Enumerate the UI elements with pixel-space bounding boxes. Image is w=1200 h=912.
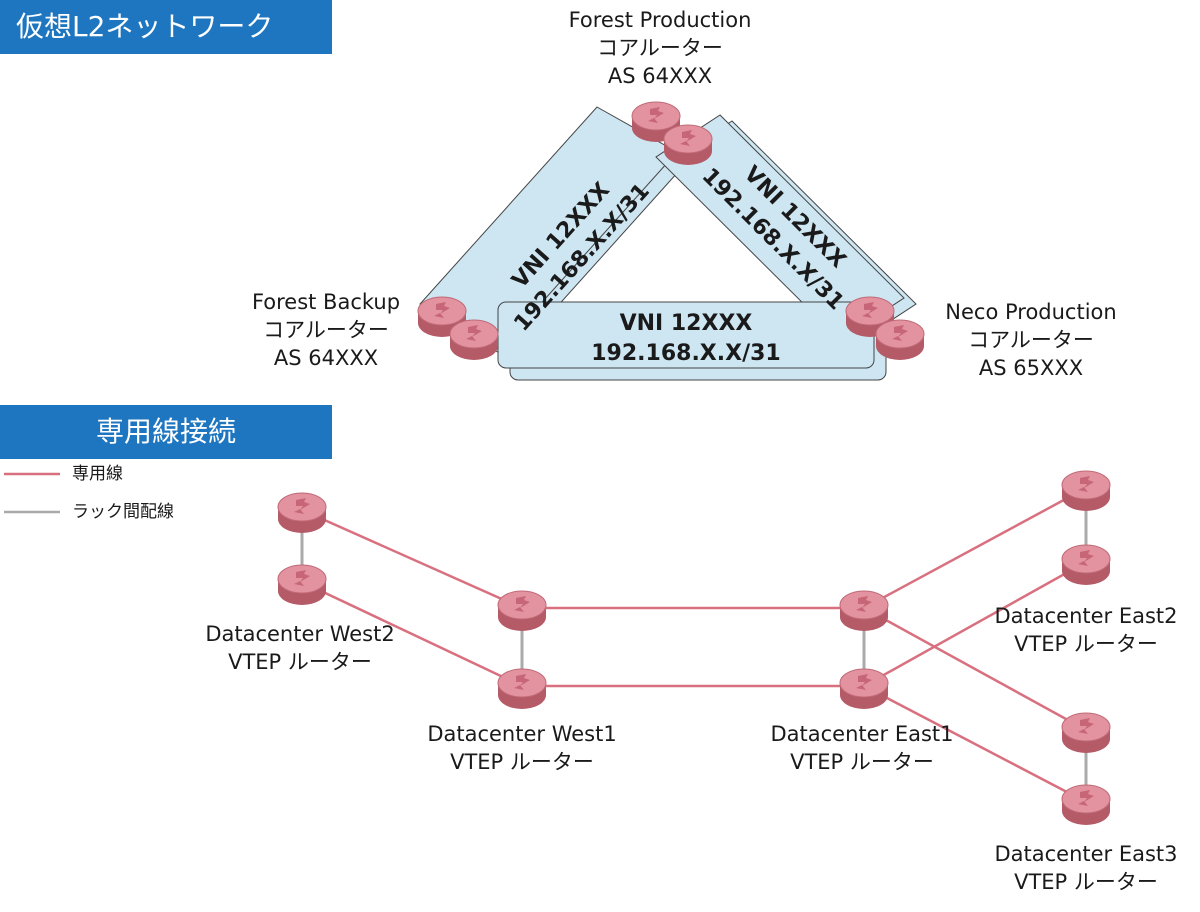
router-role: コアルーター xyxy=(968,328,1094,352)
datacenter-name: Datacenter East1 xyxy=(770,722,954,746)
datacenter-role: VTEP ルーター xyxy=(228,650,372,674)
east3-router-a xyxy=(1061,712,1111,754)
router-as: AS 65XXX xyxy=(978,356,1084,380)
datacenter-west1-label: Datacenter West1 VTEP ルーター xyxy=(412,720,632,776)
dedicated-lines xyxy=(301,486,1087,804)
router-name: Neco Production xyxy=(945,300,1117,324)
datacenter-east3-label: Datacenter East3 VTEP ルーター xyxy=(980,840,1192,896)
datacenter-name: Datacenter West2 xyxy=(205,622,395,646)
router-as: AS 64XXX xyxy=(607,64,713,88)
forest-backup-router-b xyxy=(449,319,499,361)
section-banner-virtual-l2: 仮想L2ネットワーク xyxy=(0,0,332,54)
router-as: AS 64XXX xyxy=(273,346,379,370)
section-banner-dedicated: 専用線接続 xyxy=(0,405,332,459)
datacenter-role: VTEP ルーター xyxy=(790,750,934,774)
east2-router-b xyxy=(1061,544,1111,586)
datacenter-role: VTEP ルーター xyxy=(450,750,594,774)
west2-router-b xyxy=(277,564,327,606)
forest-production-router-b xyxy=(663,124,713,166)
west2-router-a xyxy=(277,492,327,534)
router-name: Forest Production xyxy=(568,8,752,32)
east3-router-b xyxy=(1061,784,1111,826)
router-name: Forest Backup xyxy=(251,290,401,314)
east1-router-a xyxy=(839,590,889,632)
datacenter-name: Datacenter East2 xyxy=(994,604,1178,628)
legend-label: ラック間配線 xyxy=(72,502,174,522)
section-title: 専用線接続 xyxy=(95,415,236,448)
forest-backup-label: Forest Backup コアルーター AS 64XXX xyxy=(216,288,436,372)
east2-router-a xyxy=(1061,470,1111,512)
neco-production-router-b xyxy=(875,319,925,361)
legend-item-inter-rack: ラック間配線 xyxy=(72,501,174,523)
router-role: コアルーター xyxy=(597,36,723,60)
datacenter-name: Datacenter East3 xyxy=(994,842,1178,866)
legend-item-dedicated: 専用線 xyxy=(72,463,123,485)
section-title: 仮想L2ネットワーク xyxy=(16,10,274,43)
neco-production-label: Neco Production コアルーター AS 65XXX xyxy=(926,298,1136,382)
datacenter-role: VTEP ルーター xyxy=(1014,870,1158,894)
west1-router-a xyxy=(497,590,547,632)
forest-production-label: Forest Production コアルーター AS 64XXX xyxy=(540,6,780,90)
west1-router-b xyxy=(497,668,547,710)
datacenter-role: VTEP ルーター xyxy=(1014,632,1158,656)
datacenter-name: Datacenter West1 xyxy=(427,722,617,746)
east1-router-b xyxy=(839,668,889,710)
legend-label: 専用線 xyxy=(72,464,123,484)
datacenter-east2-label: Datacenter East2 VTEP ルーター xyxy=(980,602,1192,658)
datacenter-west2-label: Datacenter West2 VTEP ルーター xyxy=(190,620,410,676)
bottom-link-vni: VNI 12XXX xyxy=(620,311,753,336)
datacenter-east1-label: Datacenter East1 VTEP ルーター xyxy=(754,720,970,776)
bottom-link-subnet: 192.168.X.X/31 xyxy=(591,341,781,366)
tunnel-bottom xyxy=(497,301,887,381)
router-role: コアルーター xyxy=(263,318,389,342)
